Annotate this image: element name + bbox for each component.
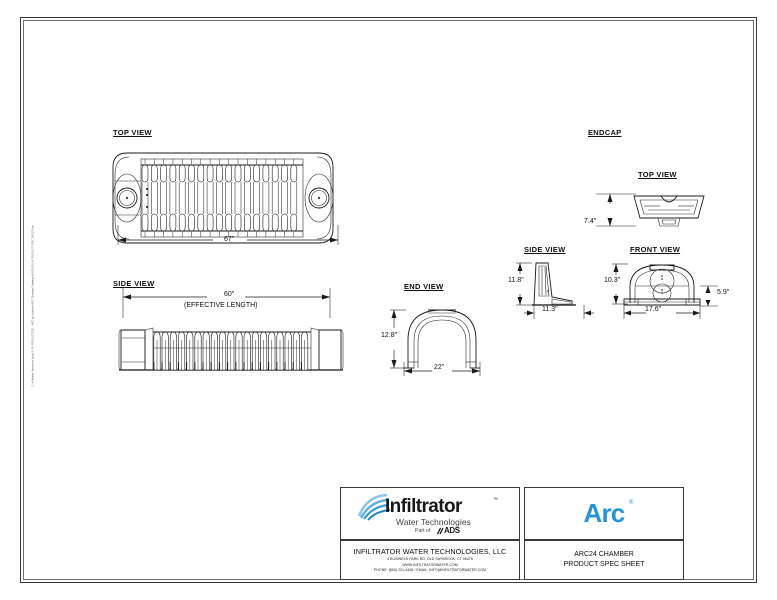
endcap-front-view-label: FRONT VIEW: [630, 245, 681, 254]
chamber-end-dimension-width-text: 22": [434, 364, 445, 371]
company-info-cell: INFILTRATOR WATER TECHNOLOGIES, LLC 4 BU…: [340, 540, 520, 580]
endcap-front-dimension-width-text: 17.6": [645, 306, 662, 313]
endcap-top-view-drawing: [633, 195, 705, 227]
chamber-end-dimension-height-text: 12.8": [381, 332, 398, 339]
endcap-front-dimension-height-text: 10.3": [604, 277, 621, 284]
ads-slashes-icon: [436, 527, 444, 534]
endcap-front-dimension-shoulder: [700, 285, 718, 307]
chamber-top-dimension-67-text: 67": [224, 236, 235, 243]
endcap-side-view-drawing: [532, 262, 576, 306]
drawing-file-path-footer: C:\Infiltrator Resources Area\01-02-PROD…: [31, 225, 35, 387]
arc-wordmark: Arc: [583, 498, 626, 528]
chamber-top-view-label: TOP VIEW: [113, 128, 152, 137]
company-website: WWW.INFILTRATORWATER.COM: [402, 562, 458, 567]
chamber-end-view-label: END VIEW: [404, 282, 444, 291]
endcap-side-dimension-width: [524, 305, 594, 319]
infiltrator-trademark-symbol: ™: [493, 496, 498, 503]
endcap-side-dimension-height: [516, 262, 532, 306]
infiltrator-logo-subtitle: Water Technologies: [396, 516, 471, 527]
endcap-side-dimension-width-text: 11.3": [542, 306, 558, 313]
endcap-section-label: ENDCAP: [588, 128, 622, 137]
ads-wordmark: ADS: [444, 525, 460, 535]
infiltrator-logo-wordmark: Infiltrator: [385, 495, 462, 517]
chamber-end-view-drawing: [404, 309, 480, 369]
chamber-side-dimension-60-text: 60": [224, 291, 235, 298]
company-contact: PHONE: (800) 221-4436 / EMAIL: INFO@INFI…: [373, 568, 487, 573]
arc-logo: Arc®: [583, 498, 634, 529]
company-name: INFILTRATOR WATER TECHNOLOGIES, LLC: [353, 547, 507, 557]
endcap-side-dimension-height-text: 11.8": [508, 277, 524, 284]
arc-brand-cell: Arc®: [524, 487, 684, 540]
endcap-front-dimension-height: [612, 263, 628, 305]
endcap-top-dimension-depth: [596, 193, 636, 227]
product-document-type: PRODUCT SPEC SHEET: [563, 561, 645, 568]
chamber-side-view-drawing: [118, 327, 344, 371]
endcap-front-dimension-shoulder-text: 5.9": [717, 289, 730, 296]
chamber-side-dimension-60: [122, 288, 331, 318]
infiltrator-logo-cell: Infiltrator ™ Water Technologies Part of…: [340, 487, 520, 540]
product-name: ARC24 CHAMBER: [574, 550, 634, 558]
chamber-top-view-drawing: [112, 152, 334, 244]
infiltrator-logo: Infiltrator ™ Water Technologies Part of…: [355, 492, 505, 536]
title-block: Infiltrator ™ Water Technologies Part of…: [340, 487, 757, 580]
product-title-cell: ARC24 CHAMBER PRODUCT SPEC SHEET: [524, 540, 684, 580]
endcap-front-dimension-width: [623, 305, 701, 319]
endcap-side-view-label: SIDE VIEW: [524, 245, 566, 254]
endcap-top-dimension-depth-text: 7.4": [584, 218, 597, 225]
company-address: 4 BUSINESS PARK RD, OLD SAYBROOK, CT 064…: [387, 557, 473, 562]
infiltrator-swoosh-icon: [357, 493, 391, 521]
chamber-side-effective-length-note: (EFFECTIVE LENGTH): [184, 302, 258, 309]
chamber-end-dimension-height: [390, 309, 406, 369]
chamber-end-dimension-width: [403, 362, 481, 376]
part-of-label: Part of: [415, 527, 431, 534]
chamber-top-dimension-67: [117, 225, 339, 245]
chamber-side-view-label: SIDE VIEW: [113, 279, 155, 288]
endcap-top-view-label: TOP VIEW: [638, 170, 677, 179]
arc-trademark-symbol: ®: [628, 500, 633, 506]
drawing-border-outer: [20, 17, 757, 583]
